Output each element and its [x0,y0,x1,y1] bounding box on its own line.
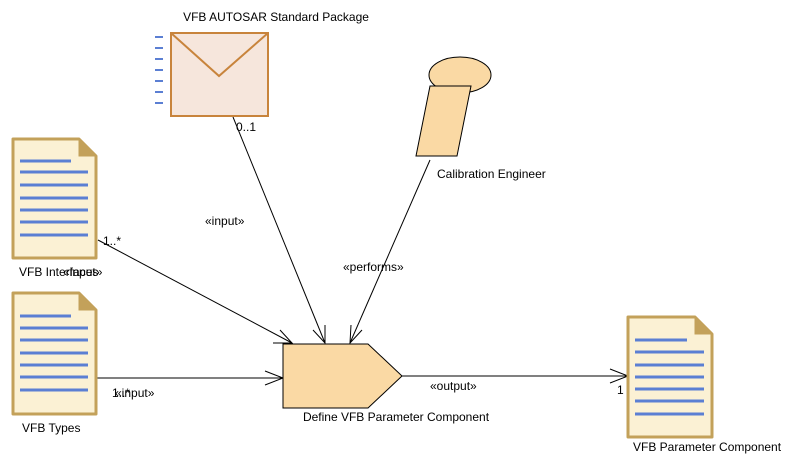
edge-role-to-task [349,159,431,345]
interfaces-label: VFB Interfaces [19,265,98,279]
output-node[interactable]: VFB Parameter Component [626,315,782,454]
task-node[interactable]: Define VFB Parameter Component [282,343,490,424]
package-node[interactable]: VFB AUTOSAR Standard Package [155,10,369,117]
types-edge-multiplicity: 1..* [112,386,130,400]
document-icon [626,315,714,439]
role-label: Calibration Engineer [437,167,546,181]
interfaces-edge-stereotype: «input» [63,265,103,279]
types-edge-stereotype: «input» [115,386,155,400]
output-edge-multiplicity: 1 [617,383,624,397]
output-label: VFB Parameter Component [633,440,782,454]
edge-types-to-task [96,370,285,386]
edge-package-to-task [232,116,326,345]
document-icon [11,291,98,416]
document-icon [11,137,98,260]
role-icon [415,56,492,157]
output-edge-stereotype: «output» [430,379,477,393]
envelope-icon [170,32,269,117]
package-dashes [155,36,163,104]
task-label: Define VFB Parameter Component [303,410,490,424]
types-label: VFB Types [22,421,80,435]
interfaces-edge-multiplicity: 1..* [103,234,121,248]
package-edge-multiplicity: 0..1 [236,120,256,134]
edge-interfaces-to-task [97,239,294,344]
package-label: VFB AUTOSAR Standard Package [183,10,369,24]
interfaces-node[interactable]: VFB Interfaces [11,137,98,279]
task-icon [282,343,403,409]
package-edge-stereotype: «input» [205,214,245,228]
role-edge-stereotype: «performs» [343,260,404,274]
types-node[interactable]: VFB Types [11,291,98,435]
role-node[interactable]: Calibration Engineer [415,56,546,181]
